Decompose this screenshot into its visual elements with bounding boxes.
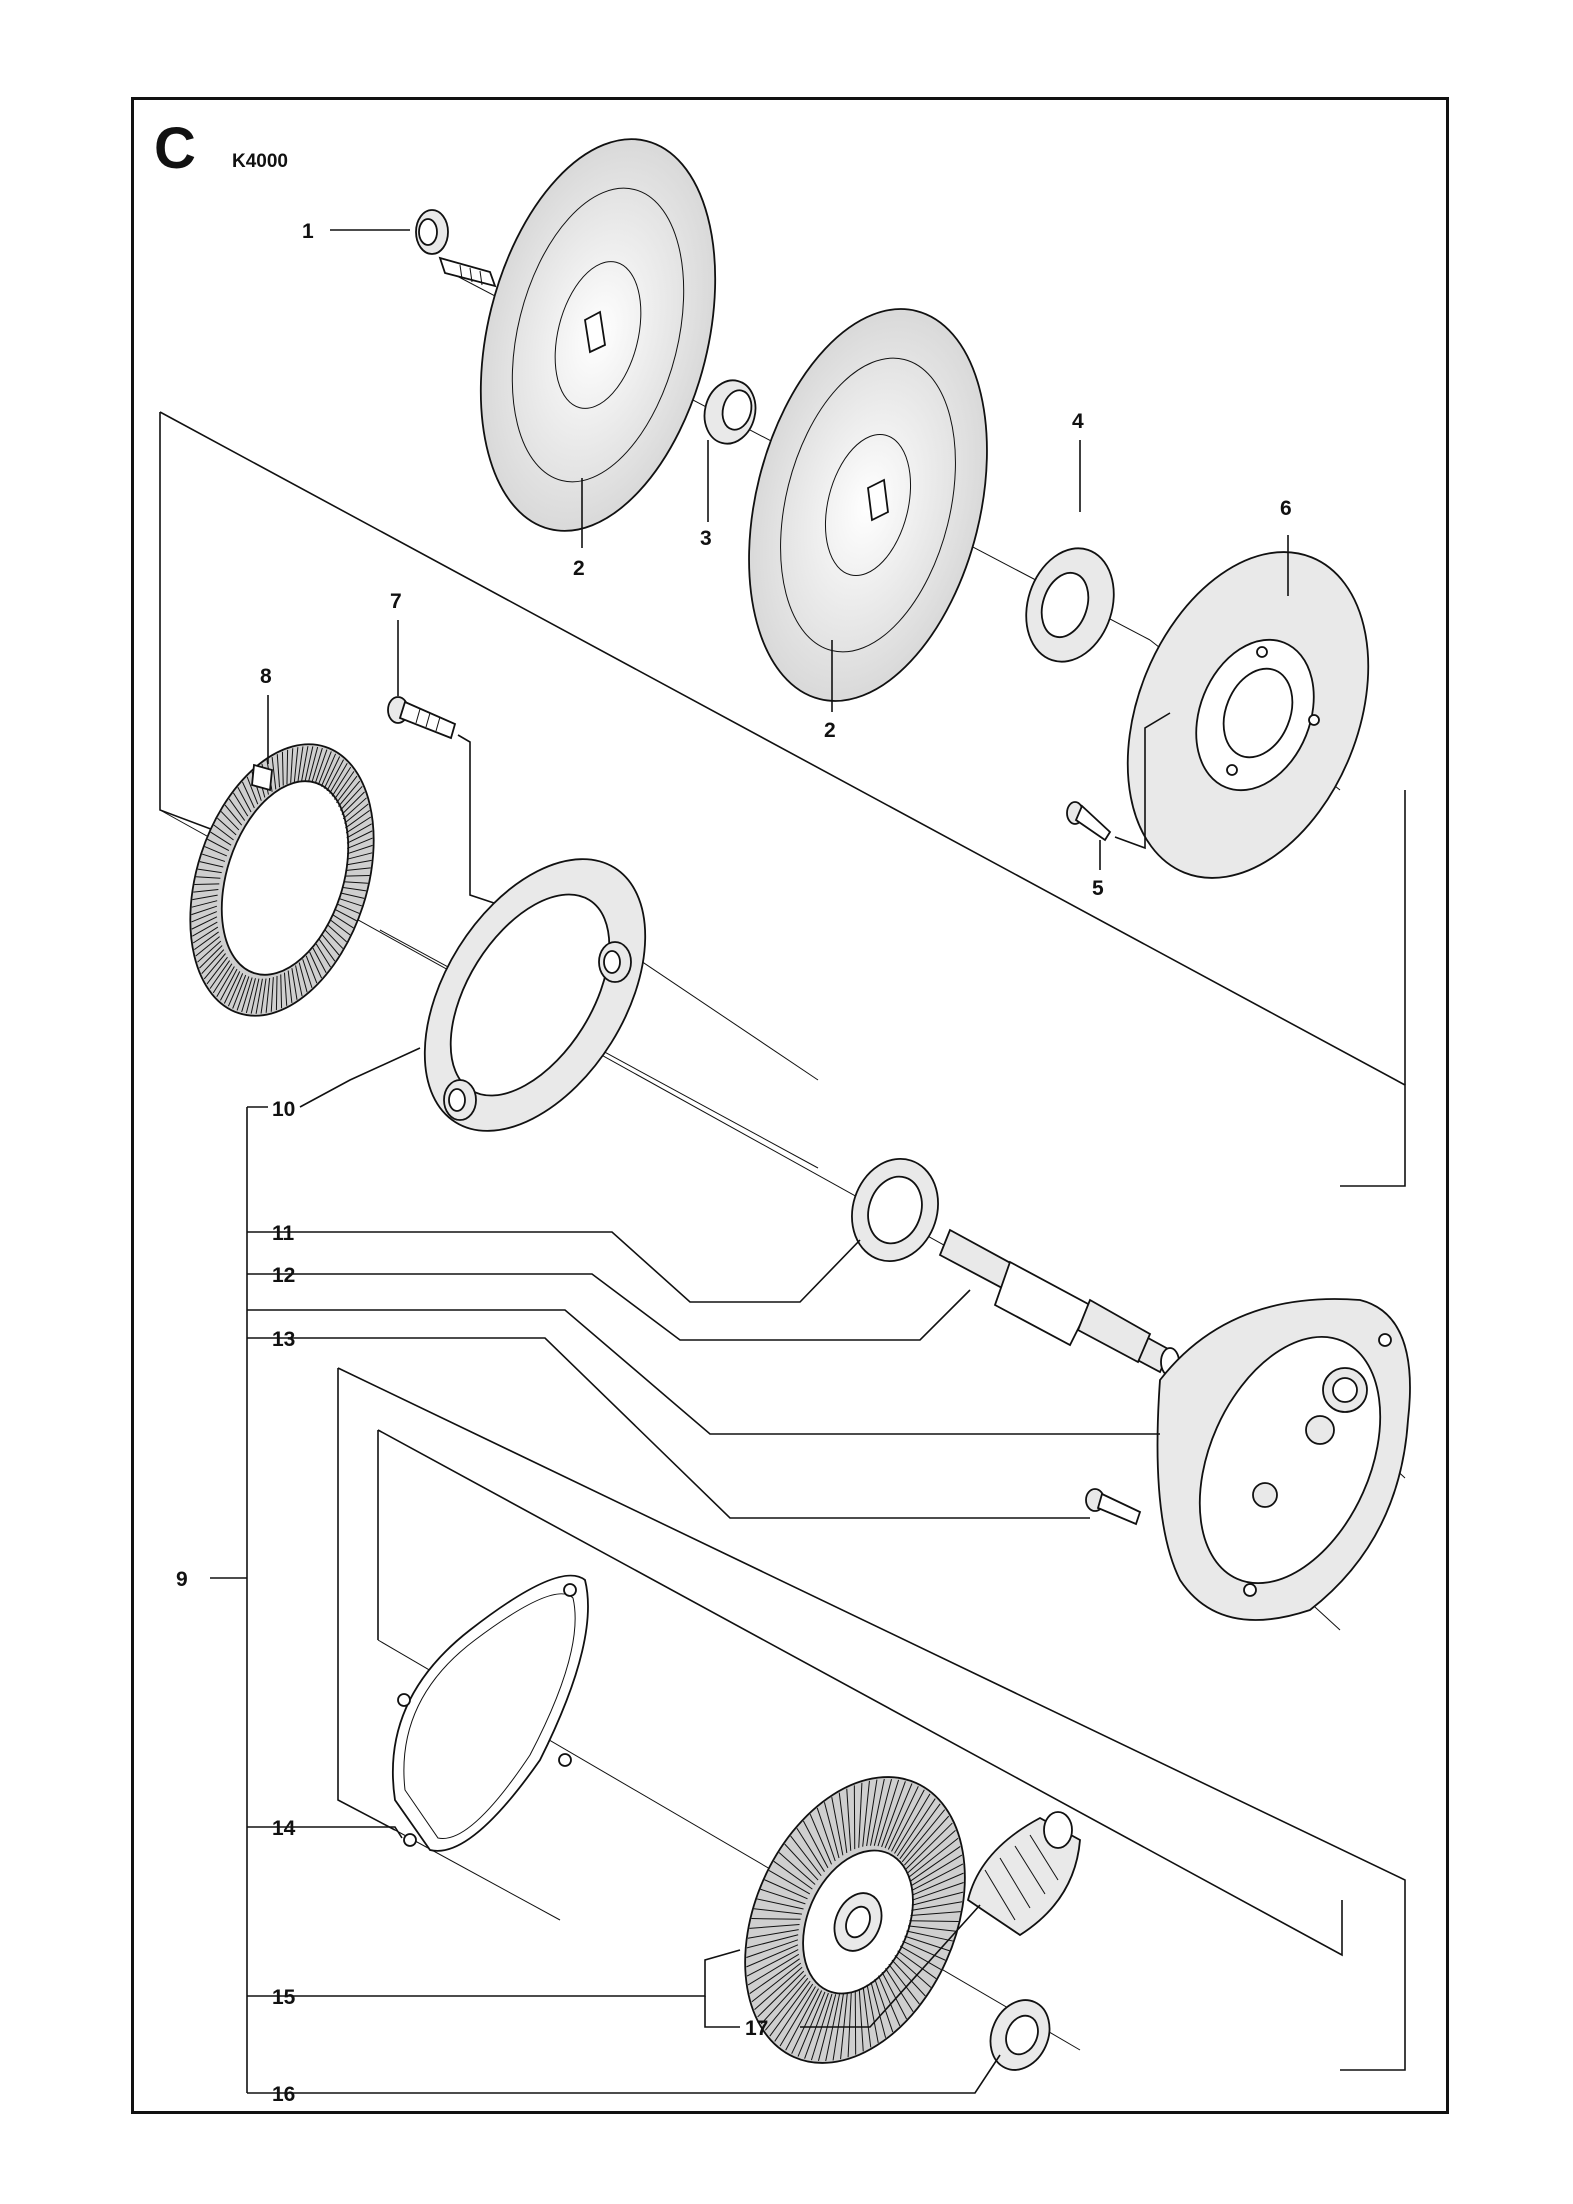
- callout-1: 1: [302, 220, 314, 243]
- callout-5: 5: [1092, 877, 1104, 900]
- part-2-outer-blade-flange: [479, 138, 717, 532]
- part-10-cover-ring: [423, 858, 647, 1132]
- part-16-bearing: [989, 1999, 1051, 2071]
- part-13-screw: [1085, 1488, 1142, 1526]
- section-letter: C: [154, 116, 196, 181]
- part-15-bevel-gear: [744, 1776, 966, 2064]
- callout-17: 17: [745, 2017, 768, 2040]
- part-1-flange-bolt: [415, 209, 497, 288]
- callout-2-inner: 2: [824, 719, 836, 742]
- part-housing: [1156, 1298, 1411, 1621]
- callout-7: 7: [390, 590, 402, 613]
- part-6-bearing-cover: [1126, 551, 1370, 879]
- callout-16: 16: [272, 2083, 295, 2106]
- callout-13: 13: [272, 1328, 295, 1351]
- callout-leaders: [210, 229, 1289, 2094]
- callout-3: 3: [700, 527, 712, 550]
- part-3-spacer-ring: [703, 379, 757, 445]
- part-4-seal-washer: [1025, 547, 1115, 663]
- diagram-frame: [131, 97, 1449, 2114]
- part-2-inner-blade-flange: [748, 308, 988, 702]
- part-17-pinion: [966, 1811, 1081, 1937]
- callout-12: 12: [272, 1264, 295, 1287]
- part-7-screw: [387, 696, 501, 906]
- callout-9: 9: [176, 1568, 188, 1591]
- callout-8: 8: [260, 665, 272, 688]
- callout-4: 4: [1072, 410, 1084, 433]
- callout-11: 11: [272, 1222, 295, 1245]
- callout-15: 15: [272, 1986, 296, 2009]
- callout-2-outer: 2: [573, 557, 585, 580]
- model-name: K4000: [232, 151, 288, 172]
- part-12-shaft: [938, 1228, 1180, 1377]
- part-14-gasket: [391, 1574, 589, 1852]
- part-11-bearing: [851, 1157, 939, 1263]
- callout-10: 10: [272, 1098, 295, 1121]
- callout-6: 6: [1280, 497, 1292, 520]
- callout-labels: 1 2 3 2 4 6 7 8 5 10 11 12 13 9 14 15 17…: [176, 220, 1292, 2106]
- part-5-screw: [1066, 712, 1171, 850]
- part-8-gear-ring: [189, 743, 375, 1017]
- callout-14: 14: [272, 1817, 296, 1840]
